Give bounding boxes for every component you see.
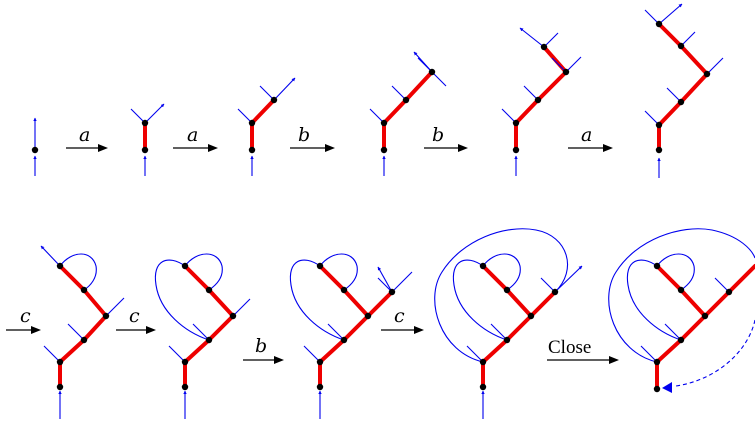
arrow-a-1: a: [66, 124, 108, 152]
tree-step-4: [369, 51, 447, 176]
arrow-a-2: a: [173, 124, 218, 152]
tree-step-6: [644, 3, 724, 178]
arrow-c-3: c: [381, 305, 424, 334]
arrow-b-1: b: [290, 124, 335, 152]
arrow-label: c: [129, 305, 140, 327]
tree-step-2: [130, 103, 165, 176]
tree-step-10: [434, 228, 583, 419]
arrow-b-3: b: [243, 335, 284, 364]
arrow-label: b: [255, 335, 267, 357]
arrow-label: Close: [548, 337, 591, 358]
tree-step-8: [154, 253, 251, 419]
arrow-label: b: [432, 124, 444, 146]
tree-step-5: [501, 27, 582, 176]
arrow-label: a: [79, 124, 90, 146]
arrow-label: c: [394, 305, 405, 327]
arrow-c-2: c: [116, 305, 156, 334]
tree-step-1: [31, 117, 39, 176]
arrow-label: a: [187, 124, 198, 146]
node: [31, 146, 39, 154]
arrow-a-3: a: [568, 124, 613, 152]
tree-step-7: [40, 245, 125, 419]
tree-step-3: [237, 77, 296, 176]
arrow-label: c: [20, 305, 31, 327]
arrow-c-1: c: [6, 305, 41, 334]
arrow-close: Close: [547, 337, 619, 364]
tree-step-9: [289, 253, 413, 419]
arrow-label: b: [298, 124, 310, 146]
tree-step-11: [608, 228, 755, 393]
arrow-b-2: b: [424, 124, 468, 152]
arrow-label: a: [581, 124, 592, 146]
